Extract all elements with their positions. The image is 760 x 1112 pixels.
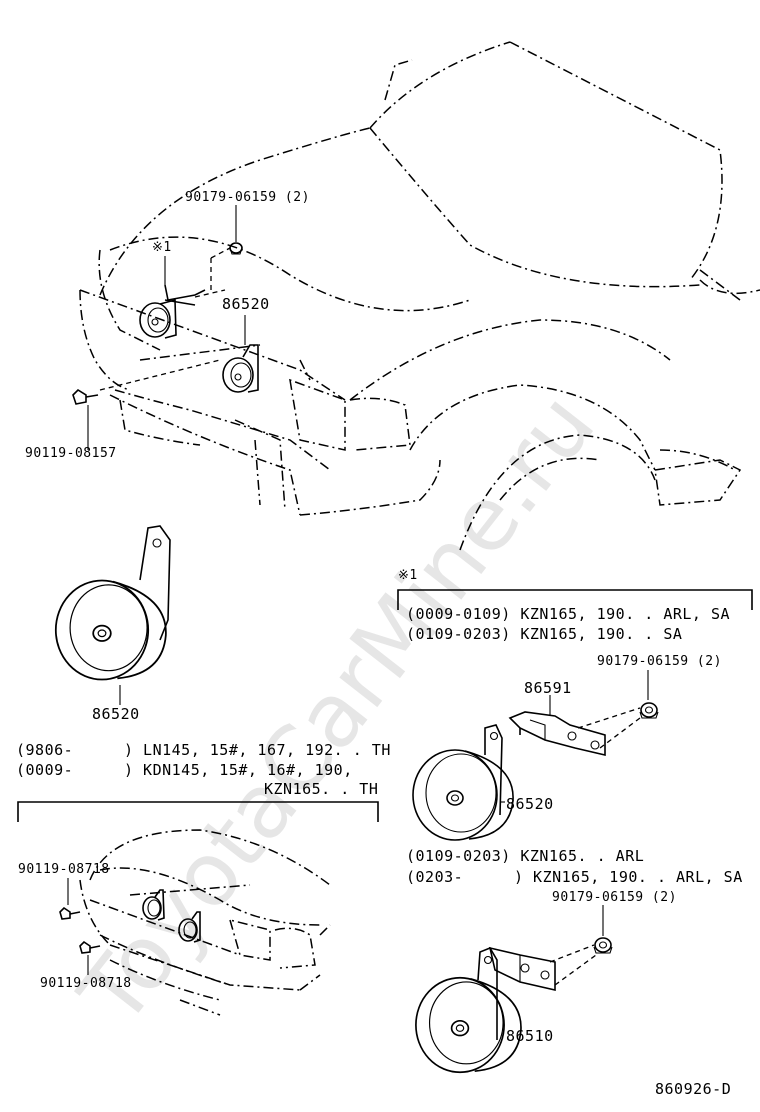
left-box-line2-text: ) KDN145, 15#, 16#, 190, <box>124 761 353 779</box>
right-bracket-86591 <box>508 695 606 757</box>
right-box-mark: ※1 <box>398 568 418 583</box>
left-box-bolts <box>59 878 101 975</box>
right-lower-horn-86510 <box>415 947 522 1074</box>
right-box-horn-lower-label: 86510 <box>506 1027 554 1045</box>
single-horn-label: 86520 <box>92 705 140 723</box>
right-box-bracket-label: 86591 <box>524 679 572 697</box>
left-box-line3-text: KZN165. . TH <box>264 780 379 798</box>
left-box-line2-code: (0009- <box>16 761 74 779</box>
top-nut-label: 90179-06159 (2) <box>185 190 310 205</box>
left-box-frame <box>17 801 379 822</box>
top-vehicle-sketch <box>79 41 760 551</box>
left-box-line1-code: (9806- <box>16 741 74 759</box>
right-box-line3: (0109-0203) KZN165. . ARL <box>406 847 645 865</box>
right-upper-nut <box>639 670 659 719</box>
left-box-line1-text: ) LN145, 15#, 167, 192. . TH <box>124 741 391 759</box>
left-box-horns <box>142 889 201 943</box>
right-upper-horn-86520 <box>412 724 514 841</box>
right-box-line4-code: (0203- <box>406 868 464 886</box>
top-nut <box>229 242 243 255</box>
top-bolt <box>72 388 99 405</box>
right-box-line2: (0109-0203) KZN165, 190. . SA <box>406 625 683 643</box>
right-box-frame <box>397 589 753 610</box>
left-box-bolt-lower-label: 90119-08718 <box>40 976 132 991</box>
right-box-horn-upper-label: 86520 <box>506 795 554 813</box>
top-horn-left <box>139 284 206 339</box>
right-lower-bracket <box>488 946 556 992</box>
right-box-nut-upper-label: 90179-06159 (2) <box>597 654 722 669</box>
right-lower-nut <box>593 905 613 954</box>
top-horn-right <box>222 344 259 393</box>
top-note-mark: ※1 <box>152 240 172 255</box>
top-bolt-label: 90119-08157 <box>25 446 117 461</box>
single-horn-86520 <box>54 525 171 705</box>
left-box-bolt-upper-label: 90119-08718 <box>18 862 110 877</box>
right-box-nut-lower-label: 90179-06159 (2) <box>552 890 677 905</box>
right-box-line1: (0009-0109) KZN165, 190. . ARL, SA <box>406 605 731 623</box>
left-box-vehicle-sketch <box>79 829 331 1016</box>
top-horn-label: 86520 <box>222 295 270 313</box>
right-box-line4-text: ) KZN165, 190. . ARL, SA <box>514 868 743 886</box>
figure-code: 860926-D <box>655 1080 732 1098</box>
